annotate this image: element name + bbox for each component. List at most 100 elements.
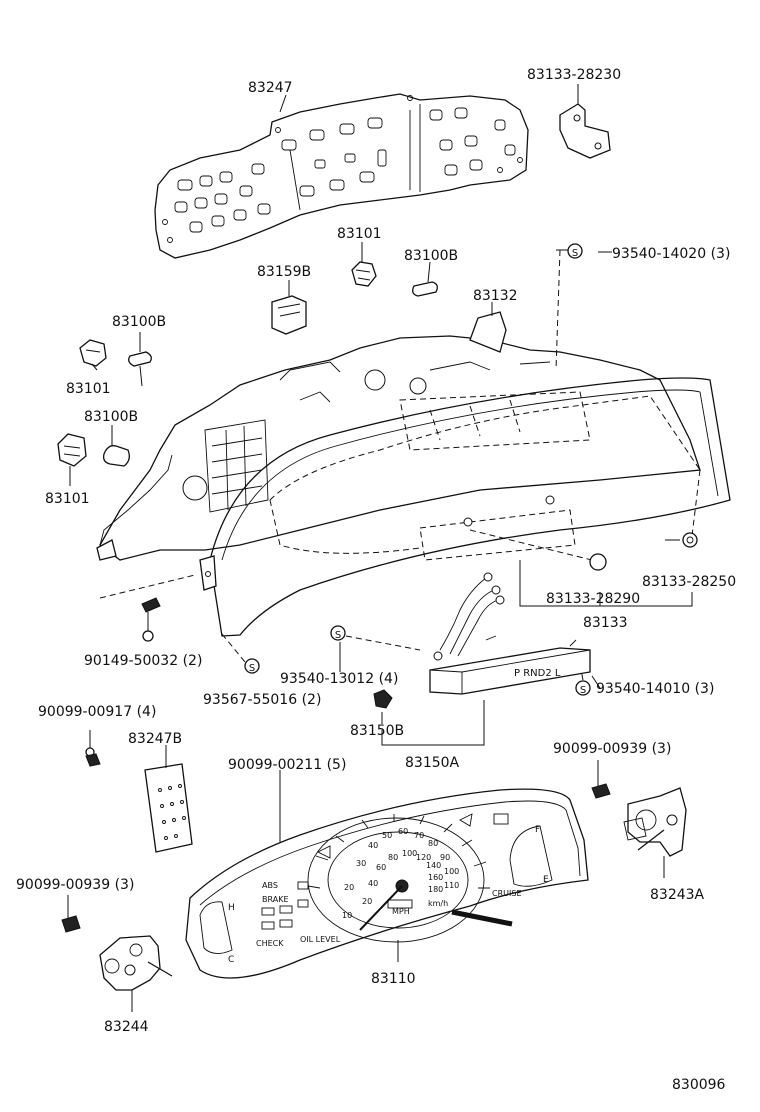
svg-text:100: 100 xyxy=(444,867,459,876)
connector-83159b xyxy=(271,280,307,335)
bulb-socket-83150b xyxy=(373,689,393,709)
screw-symbol-93540-14010: S xyxy=(575,680,591,696)
printed-circuit-83247 xyxy=(154,93,529,259)
svg-text:10: 10 xyxy=(342,911,352,920)
svg-text:S: S xyxy=(572,248,578,259)
svg-text:40: 40 xyxy=(368,841,378,850)
label-90149-50032: 90149-50032 (2) xyxy=(84,653,202,669)
svg-text:100: 100 xyxy=(402,849,417,858)
svg-text:km/h: km/h xyxy=(428,899,448,908)
label-83100b-left2: 83100B xyxy=(84,409,138,425)
leader-lines xyxy=(69,94,680,689)
svg-text:140: 140 xyxy=(426,861,441,870)
diagram-id: 830096 xyxy=(672,1077,726,1093)
combination-meter-83110: H C ABS BRAKE CHECK OIL LEVEL 10 20 30 4… xyxy=(185,788,589,979)
label-90099-00939-right: 90099-00939 (3) xyxy=(553,741,671,757)
svg-text:70: 70 xyxy=(414,831,424,840)
label-83150b: 83150B xyxy=(350,723,404,739)
bracket-83150a xyxy=(381,700,485,746)
socket-83101-left-upper xyxy=(79,339,107,367)
bulb-83100b-top xyxy=(412,261,438,297)
lead-93540-14020 xyxy=(555,249,561,371)
svg-text:60: 60 xyxy=(398,827,408,836)
svg-text:160: 160 xyxy=(428,873,443,882)
label-83133: 83133 xyxy=(583,615,628,631)
label-90099-00211: 90099-00211 (5) xyxy=(228,757,346,773)
lead-93567 xyxy=(221,633,246,663)
screw-symbol-93540-14020: S xyxy=(567,243,583,259)
svg-text:MPH: MPH xyxy=(392,907,410,916)
label-83133-28290: 83133-28290 xyxy=(546,591,640,607)
svg-text:P RND2 L: P RND2 L xyxy=(514,668,561,679)
fuel-gauge-83243a xyxy=(623,787,687,878)
printed-circuit-83247b xyxy=(144,745,193,853)
label-83110: 83110 xyxy=(371,971,416,987)
grommet-83133-28290 xyxy=(589,553,607,571)
svg-text:F: F xyxy=(535,825,540,835)
svg-text:BRAKE: BRAKE xyxy=(262,895,289,904)
label-93540-14010: 93540-14010 (3) xyxy=(596,681,714,697)
label-83244: 83244 xyxy=(104,1019,149,1035)
svg-text:S: S xyxy=(335,630,341,641)
label-93567-55016: 93567-55016 (2) xyxy=(203,692,321,708)
lead-83133-28290 xyxy=(469,529,601,563)
svg-text:40: 40 xyxy=(368,879,378,888)
label-83243a: 83243A xyxy=(650,887,705,903)
svg-text:S: S xyxy=(249,663,255,674)
svg-text:C: C xyxy=(228,955,234,965)
gear-indicator-83150a: P RND2 L xyxy=(429,572,591,695)
label-83159b: 83159B xyxy=(257,264,311,280)
part-labels: 83247 83133-28230 93540-14020 (3) 83101 … xyxy=(16,67,736,1093)
screw-90099-00939-right xyxy=(591,760,611,799)
screw-symbol-93567-55016: S xyxy=(244,658,260,674)
screw-symbol-93540-13012: S xyxy=(330,625,346,641)
label-83150a: 83150A xyxy=(405,755,460,771)
label-83101-top: 83101 xyxy=(337,226,382,242)
grommet-83133-28250 xyxy=(682,532,698,548)
screw-90099-00939-left xyxy=(61,895,81,933)
svg-text:60: 60 xyxy=(376,863,386,872)
svg-text:120: 120 xyxy=(416,853,431,862)
label-83101-left2: 83101 xyxy=(45,491,90,507)
svg-text:OIL LEVEL: OIL LEVEL xyxy=(300,935,341,944)
label-83101-left1: 83101 xyxy=(66,381,111,397)
label-83247b: 83247B xyxy=(128,731,182,747)
lead-90149 xyxy=(99,574,196,599)
bulb-83100b-left-upper xyxy=(128,332,152,367)
svg-text:S: S xyxy=(580,685,586,696)
label-83247: 83247 xyxy=(248,80,293,96)
label-93540-14020: 93540-14020 (3) xyxy=(612,246,730,262)
svg-text:80: 80 xyxy=(388,853,398,862)
screw-90149-50032 xyxy=(141,597,161,642)
label-93540-13012: 93540-13012 (4) xyxy=(280,671,398,687)
gauge-unit-83244 xyxy=(99,935,173,1012)
socket-83101-left-lower xyxy=(57,433,87,467)
svg-text:20: 20 xyxy=(362,897,372,906)
svg-text:CHECK: CHECK xyxy=(256,939,284,948)
label-83132: 83132 xyxy=(473,288,518,304)
label-83133-28250: 83133-28250 xyxy=(642,574,736,590)
lead-83133-28250 xyxy=(691,469,701,537)
svg-text:ABS: ABS xyxy=(262,881,278,890)
bracket-83133 xyxy=(519,560,693,607)
label-83100b-left: 83100B xyxy=(112,314,166,330)
svg-text:110: 110 xyxy=(444,881,459,890)
svg-text:20: 20 xyxy=(344,883,354,892)
lead-93540-13012 xyxy=(345,635,421,651)
label-90099-00939-left: 90099-00939 (3) xyxy=(16,877,134,893)
cluster-case-83132 xyxy=(96,302,731,637)
bracket-83133-28230 xyxy=(559,84,611,159)
svg-text:180: 180 xyxy=(428,885,443,894)
svg-text:50: 50 xyxy=(382,831,392,840)
screw-90099-00917 xyxy=(85,730,101,767)
socket-83101-top xyxy=(351,242,377,287)
svg-text:80: 80 xyxy=(428,839,438,848)
label-83133-28230: 83133-28230 xyxy=(527,67,621,83)
svg-text:E: E xyxy=(543,875,549,885)
svg-text:H: H xyxy=(228,903,235,913)
svg-text:90: 90 xyxy=(440,853,450,862)
label-83100b-top: 83100B xyxy=(404,248,458,264)
svg-text:CRUISE: CRUISE xyxy=(492,889,522,898)
svg-text:30: 30 xyxy=(356,859,366,868)
